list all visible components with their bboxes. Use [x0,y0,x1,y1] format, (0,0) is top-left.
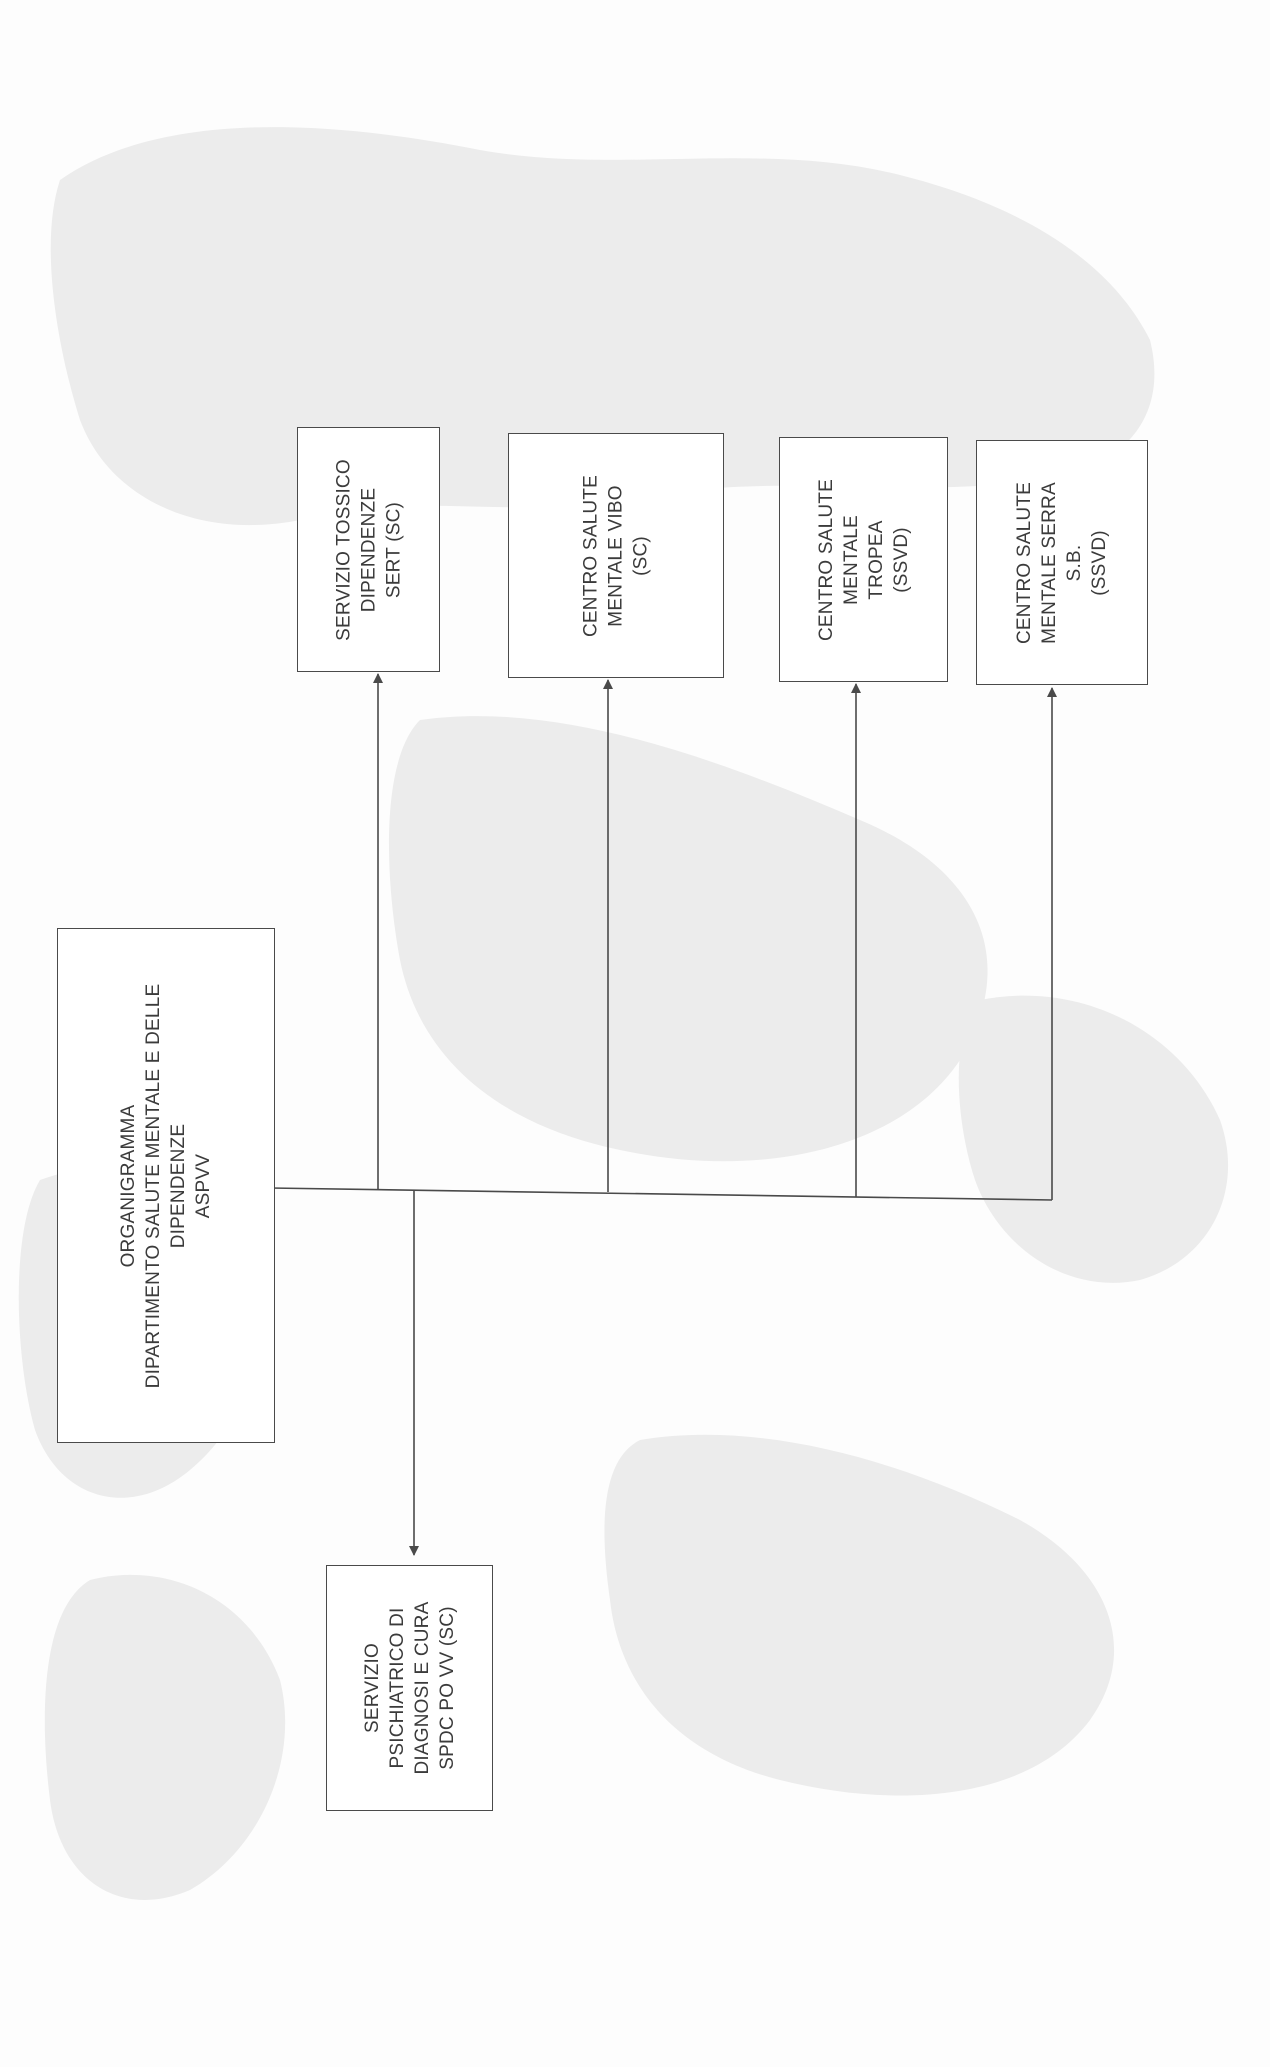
unit-label-csm-tropea: CENTRO SALUTE MENTALE TROPEA (SSVD) [815,478,912,641]
unit-label-csm-serra: CENTRO SALUTE MENTALE SERRA S.B. (SSVD) [1014,481,1110,644]
unit-box-csm-tropea: CENTRO SALUTE MENTALE TROPEA (SSVD) [779,437,948,682]
map-landmass-north [50,127,1155,526]
map-landmass-east [958,995,1229,1283]
unit-label-sert: SERVIZIO TOSSICO DIPENDENZE SERT (SC) [333,458,404,641]
root-department-box: ORGANIGRAMMA DIPARTIMENTO SALUTE MENTALE… [57,928,275,1443]
unit-label-spdc: SERVIZIO PSICHIATRICO DI DIAGNOSI E CURA… [361,1601,458,1775]
unit-box-sert: SERVIZIO TOSSICO DIPENDENZE SERT (SC) [297,427,440,672]
unit-label-csm-vibo: CENTRO SALUTE MENTALE VIBO (SC) [580,474,652,637]
connector-trunk [269,1187,1053,1201]
unit-box-csm-serra: CENTRO SALUTE MENTALE SERRA S.B. (SSVD) [976,440,1148,685]
root-department-label: ORGANIGRAMMA DIPARTIMENTO SALUTE MENTALE… [118,983,214,1388]
map-landmass-southwest [44,1574,286,1900]
unit-box-spdc: SERVIZIO PSICHIATRICO DI DIAGNOSI E CURA… [326,1565,493,1811]
map-landmass-center [388,716,988,1162]
unit-box-csm-vibo: CENTRO SALUTE MENTALE VIBO (SC) [508,433,724,678]
map-landmass-south [604,1434,1115,1796]
